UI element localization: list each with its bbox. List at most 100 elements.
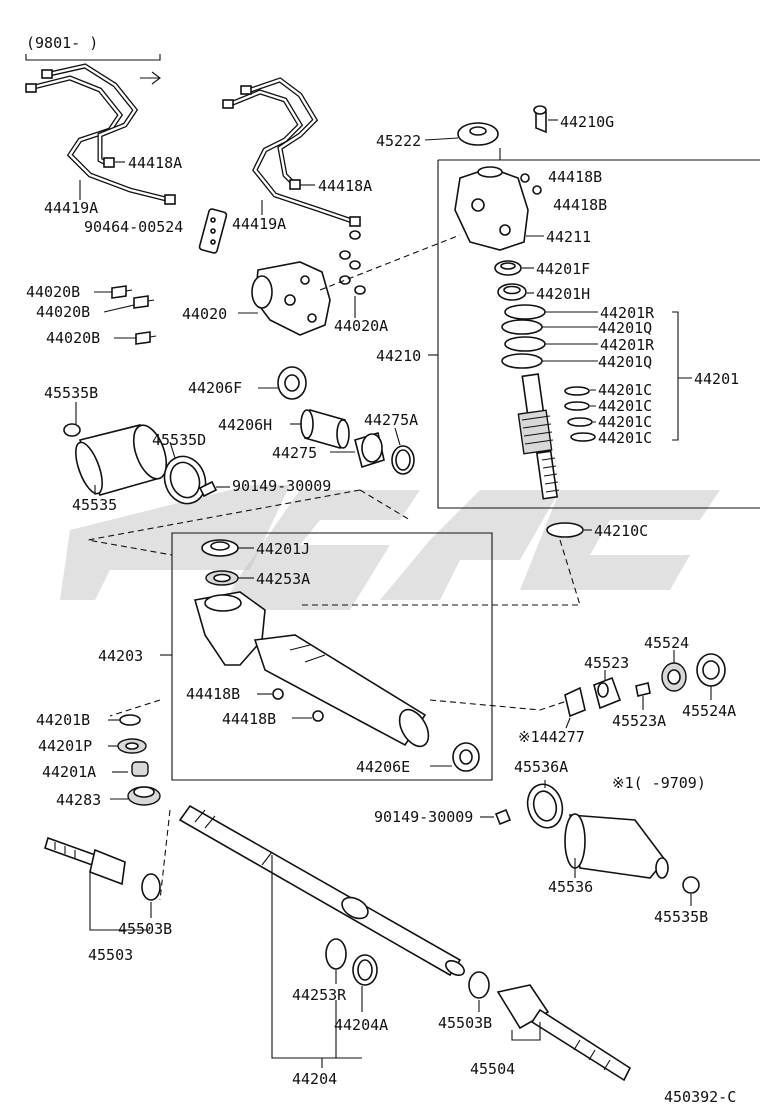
rack-housing (193, 591, 430, 748)
label-90149-30009-1: 90149-30009 (232, 477, 331, 495)
box-44203 (171, 532, 493, 781)
lock-nut-45524A (696, 653, 726, 687)
washer-44253R (325, 938, 347, 970)
boot-45535 (75, 424, 168, 496)
label-45536: 45536 (548, 878, 593, 896)
label-45535: 45535 (72, 496, 117, 514)
seal-rings-44201R-Q (501, 304, 546, 369)
label-44204: 44204 (292, 1070, 337, 1088)
figure-code: 450392-C (664, 1088, 736, 1106)
watermark-logo (60, 485, 720, 610)
clip-45503B-1 (141, 873, 161, 901)
label-44206F: 44206F (188, 379, 242, 397)
bearing-44201H (497, 283, 527, 301)
valve-body-44211 (454, 166, 529, 251)
label-44210G: 44210G (560, 113, 614, 131)
label-45524: 45524 (644, 634, 689, 652)
nut-44283 (127, 786, 161, 806)
label-45504: 45504 (470, 1060, 515, 1078)
bolt-44210G (533, 105, 547, 134)
label-44201C-1: 44201C (598, 381, 652, 399)
label-44419A-1: 44419A (44, 199, 98, 217)
label-44201R-2: 44201R (600, 336, 655, 354)
label-90149-30009-2: 90149-30009 (374, 808, 473, 826)
yoke-guide-44277 (564, 686, 586, 718)
date-range-header: (9801- ) (25, 34, 161, 85)
label-45535D: 45535D (152, 431, 206, 449)
seal-44201F (494, 260, 522, 276)
pressure-tube-set-1 (25, 63, 176, 205)
label-45503: 45503 (88, 946, 133, 964)
label-44253R: 44253R (292, 986, 347, 1004)
label-44201R-1: 44201R (600, 304, 655, 322)
label-44020: 44020 (182, 305, 227, 323)
label-44201F: 44201F (536, 260, 590, 278)
spring-cap-45524 (661, 662, 687, 692)
screw-90149-2 (494, 808, 512, 826)
label-45524A: 45524A (682, 702, 736, 720)
seal-44201J (201, 539, 239, 557)
label-44210: 44210 (376, 347, 421, 365)
label-44418B-2: 44418B (553, 196, 607, 214)
label-44253A: 44253A (256, 570, 310, 588)
clip-45503B-2 (468, 971, 490, 999)
label-44201C-2: 44201C (598, 397, 652, 415)
label-45535B-1: 45535B (44, 384, 98, 402)
dust-cover-45222 (457, 122, 499, 146)
date-range-text: (9801- ) (26, 34, 98, 52)
stopper-44204A (352, 954, 378, 986)
screw-90149-1 (198, 480, 218, 498)
label-44201Q-2: 44201Q (598, 353, 652, 371)
label-44201Q-1: 44201Q (598, 319, 652, 337)
pressure-tube-set-2 (222, 77, 361, 227)
label-44206E: 44206E (356, 758, 410, 776)
oil-seal-44206F (277, 366, 307, 400)
label-44020A: 44020A (334, 317, 388, 335)
label-44201A: 44201A (42, 763, 96, 781)
bushing-44206H (300, 408, 350, 450)
label-44203: 44203 (98, 647, 143, 665)
label-44204A: 44204A (334, 1016, 388, 1034)
o-rings-44020A (339, 230, 366, 295)
footnote-text: ※1( -9709) (612, 774, 706, 792)
label-44418A-1: 44418A (128, 154, 182, 172)
oil-seal-44206E (452, 742, 480, 772)
tube-clamp (198, 208, 228, 254)
rack-guide-45523 (593, 676, 622, 710)
label-44418A-2: 44418A (318, 177, 372, 195)
clamp-45535B-1 (63, 423, 81, 437)
label-90464-00524: 90464-00524 (84, 218, 183, 236)
label-45523A: 45523A (612, 712, 666, 730)
label-44277: ※144277 (518, 728, 585, 746)
label-44201P: 44201P (38, 737, 92, 755)
label-44275A: 44275A (364, 411, 418, 429)
nut-44418B-2 (532, 185, 542, 195)
label-45503B-1: 45503B (118, 920, 172, 938)
label-44275: 44275 (272, 444, 317, 462)
sleeve-44275 (354, 431, 385, 469)
washer-44253A (205, 570, 239, 586)
label-45503B-2: 45503B (438, 1014, 492, 1032)
label-45535B-2: 45535B (654, 908, 708, 926)
steering-rack-44204 (178, 804, 465, 977)
tie-rod-end-left (44, 836, 126, 886)
label-44020B-3: 44020B (46, 329, 100, 347)
band-45536A (526, 783, 564, 829)
label-44201: 44201 (694, 370, 739, 388)
label-44206H: 44206H (218, 416, 272, 434)
label-44201H: 44201H (536, 285, 590, 303)
box-44210 (437, 159, 760, 509)
label-44201B: 44201B (36, 711, 90, 729)
control-valve-housing (251, 261, 331, 336)
o-ring-44210C (546, 522, 584, 538)
label-44418B-3: 44418B (186, 685, 240, 703)
label-44211: 44211 (546, 228, 591, 246)
nut-44418B-4 (312, 710, 324, 722)
label-44201C-3: 44201C (598, 413, 652, 431)
label-44419A-2: 44419A (232, 215, 286, 233)
label-44283: 44283 (56, 791, 101, 809)
label-44201J: 44201J (256, 540, 310, 558)
spring-45523A (635, 682, 651, 697)
pinion-shaft (517, 373, 560, 500)
